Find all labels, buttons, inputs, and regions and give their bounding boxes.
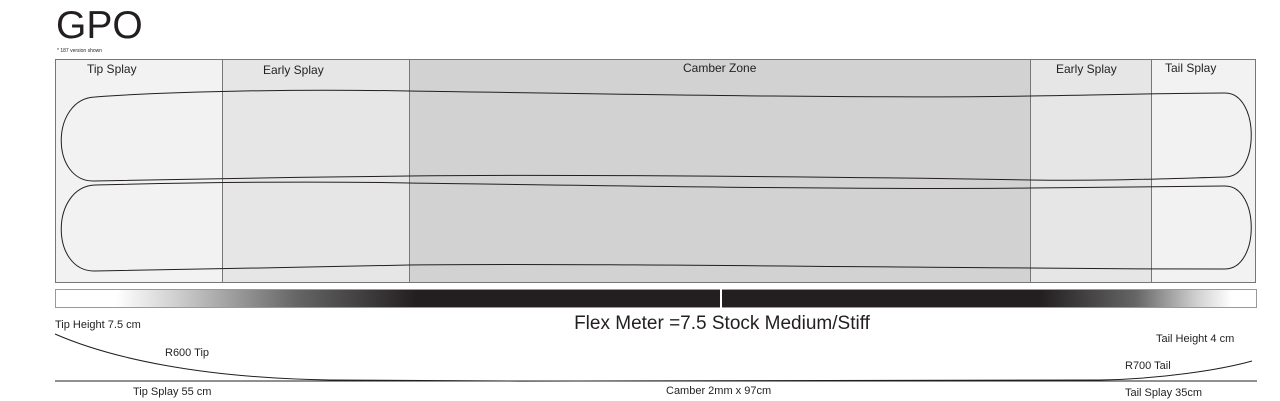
tail-height-label: Tail Height 4 cm <box>1156 333 1235 345</box>
flex-meter-bar <box>55 289 1257 308</box>
zone-early-splay-tail: Early Splay <box>1031 60 1152 282</box>
zone-label-tip-splay: Tip Splay <box>87 62 137 76</box>
ski-outlines <box>60 89 1252 272</box>
zone-label-early-splay-tip: Early Splay <box>263 63 324 77</box>
tip-rise-curve <box>54 333 1253 382</box>
profile-curve <box>54 333 1257 382</box>
zone-label-camber: Camber Zone <box>683 61 757 75</box>
flex-meter-label: Flex Meter =7.5 Stock Medium/Stiff <box>574 313 870 334</box>
camber-label: Camber 2mm x 97cm <box>666 385 772 397</box>
ski-model-title: GPO <box>56 4 143 47</box>
zone-tip-splay: Tip Splay <box>56 60 223 282</box>
zone-label-early-splay-tail: Early Splay <box>1056 62 1117 76</box>
tail-splay-length-label: Tail Splay 35cm <box>1125 387 1203 399</box>
tail-radius-label: R700 Tail <box>1125 360 1171 372</box>
tip-radius-label: R600 Tip <box>165 347 210 359</box>
flex-meter-marker <box>720 289 722 308</box>
zone-label-tail-splay: Tail Splay <box>1165 61 1217 75</box>
ski-outline-top <box>60 89 1252 182</box>
version-note: * 187 version shown <box>57 48 103 54</box>
tip-height-label: Tip Height 7.5 cm <box>55 319 141 331</box>
zone-early-splay-tip: Early Splay <box>223 60 410 282</box>
tip-splay-length-label: Tip Splay 55 cm <box>133 386 212 398</box>
ski-outline-bottom <box>60 181 1252 272</box>
